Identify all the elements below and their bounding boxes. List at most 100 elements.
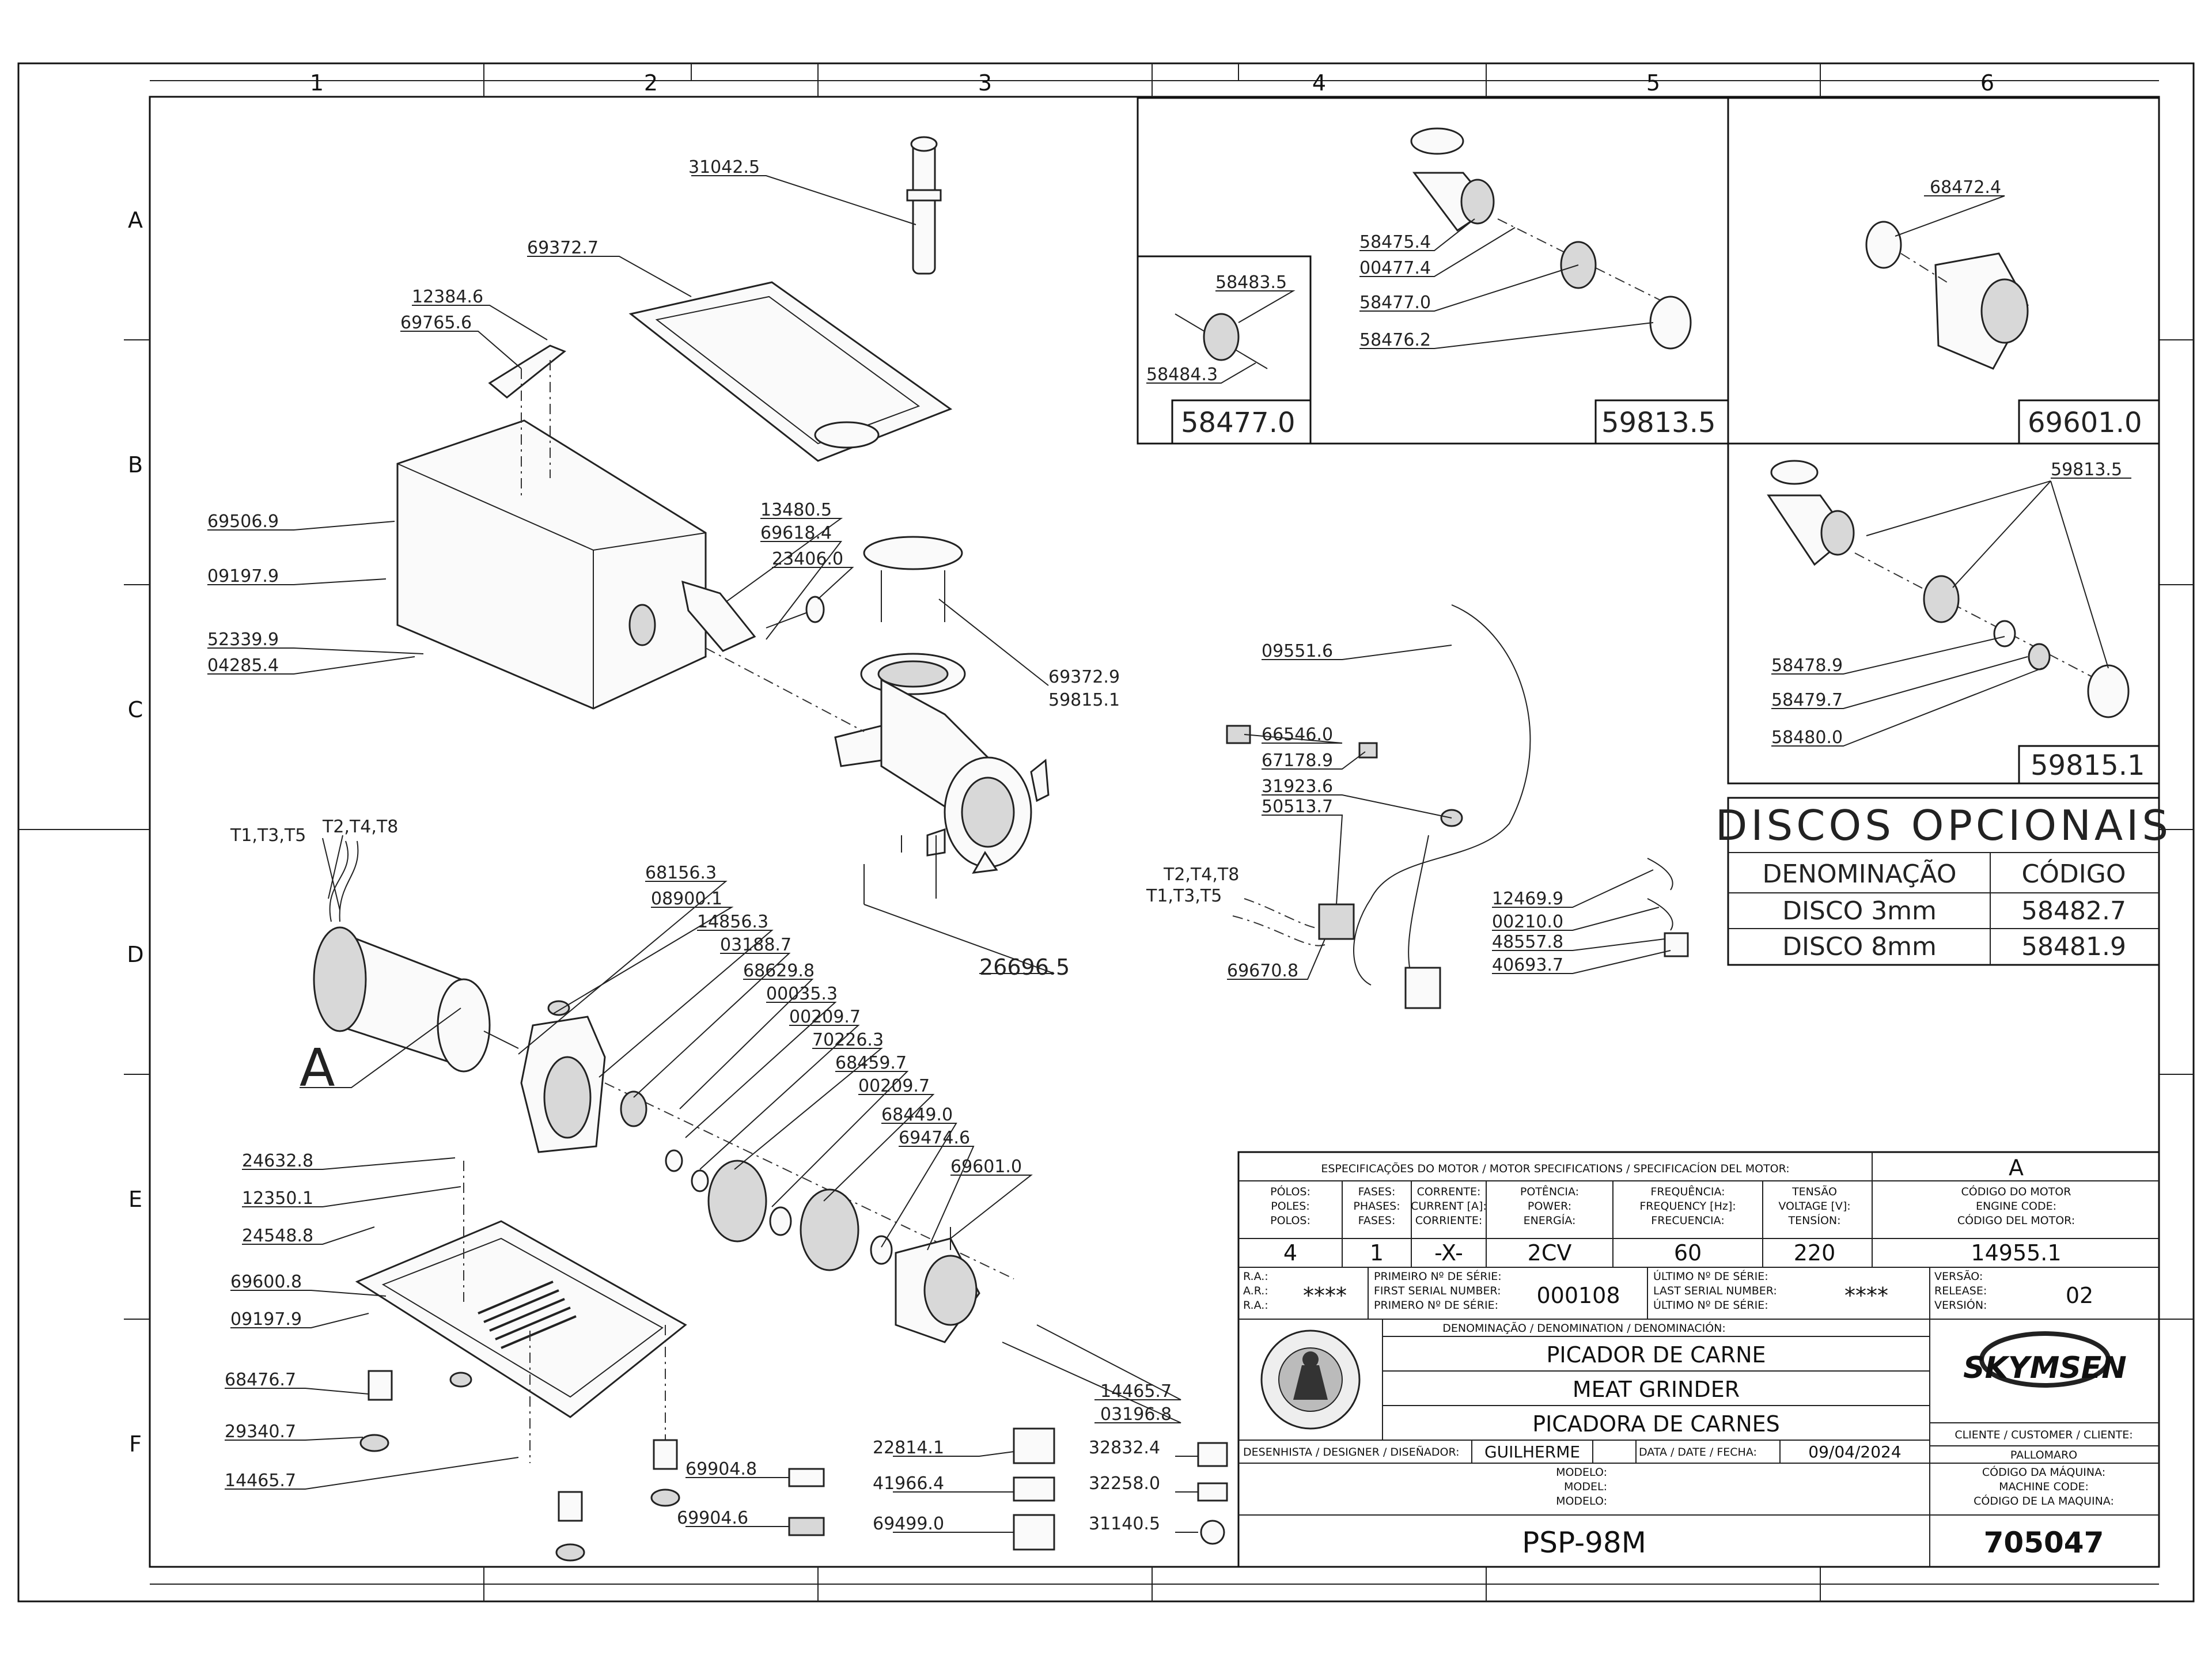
callout-00209-a: 00209.7 [789, 1007, 861, 1027]
svg-text:-X-: -X- [1434, 1240, 1463, 1266]
title-block: ESPECIFICAÇÕES DO MOTOR / MOTOR SPECIFIC… [1237, 1151, 2160, 1568]
option-panel-59815: 59815.1 59813.5 58478.9 58479.7 58480.0 [1727, 442, 2160, 785]
option-panel-58477: 58477.0 58483.5 58484.3 [1137, 255, 1312, 445]
callout-23406: 23406.0 [772, 549, 843, 569]
tray-part [628, 281, 953, 462]
svg-text:2CV: 2CV [1528, 1240, 1572, 1266]
option-panel-59813: 59813.5 58475.4 00477.4 58477.0 58476.2 [1137, 97, 1729, 445]
svg-text:POWER:: POWER: [1528, 1200, 1571, 1213]
callout-58483: 58483.5 [1215, 272, 1287, 293]
callout-59815-head: 59815.1 [1048, 690, 1120, 710]
bracket-part [488, 344, 566, 399]
svg-text:PRIMERO Nº DE SÉRIE:: PRIMERO Nº DE SÉRIE: [1374, 1298, 1498, 1312]
callout-03196: 03196.8 [1100, 1404, 1172, 1425]
callout-69618: 69618.4 [760, 523, 832, 543]
svg-text:FRECUENCIA:: FRECUENCIA: [1651, 1214, 1724, 1227]
callout-08900: 08900.1 [651, 889, 722, 909]
callout-68449: 68449.0 [881, 1105, 953, 1125]
callout-09197-base: 09197.9 [230, 1309, 302, 1330]
callout-detail-a: A [300, 1038, 335, 1099]
svg-text:CÓDIGO DO MOTOR: CÓDIGO DO MOTOR [1961, 1184, 2071, 1198]
client-value: PALLOMARO [2010, 1449, 2077, 1461]
name-pt: PICADOR DE CARNE [1546, 1342, 1766, 1368]
box-59815: 59815.1 [2031, 749, 2145, 782]
callout-58480: 58480.0 [1771, 728, 1843, 748]
grinder-head-part [834, 536, 1050, 874]
callout-59813-set: 59813.5 [2051, 460, 2122, 480]
callout-68459: 68459.7 [835, 1053, 907, 1073]
last-serial: **** [1844, 1283, 1888, 1308]
callout-69670: 69670.8 [1227, 961, 1298, 981]
callout-69474: 69474.6 [899, 1128, 970, 1148]
callout-00209-b: 00209.7 [858, 1076, 930, 1096]
callout-67178: 67178.9 [1262, 751, 1333, 771]
callout-58479: 58479.7 [1771, 690, 1843, 710]
svg-text:POTÊNCIA:: POTÊNCIA: [1520, 1185, 1579, 1198]
callout-68629: 68629.8 [743, 961, 815, 981]
callout-70226: 70226.3 [812, 1030, 884, 1050]
svg-text:CORRIENTE:: CORRIENTE: [1415, 1214, 1482, 1227]
designer-value: GUILHERME [1484, 1442, 1580, 1461]
client-label: CLIENTE / CUSTOMER / CLIENTE: [1955, 1429, 2133, 1441]
callout-69904-6: 69904.6 [677, 1508, 748, 1528]
ra-value: **** [1303, 1283, 1347, 1308]
callout-32258: 32258.0 [1089, 1474, 1160, 1494]
svg-text:4: 4 [1283, 1240, 1297, 1266]
serial-row: R.A.: A.R.: R.A.: **** PRIMEIRO Nº DE SÉ… [1243, 1269, 2093, 1312]
svg-text:POLES:: POLES: [1271, 1200, 1309, 1213]
svg-text:PÓLOS:: PÓLOS: [1270, 1184, 1310, 1198]
callout-50513: 50513.7 [1262, 797, 1333, 817]
foot-parts [359, 1370, 680, 1562]
callout-14465-flange: 14465.7 [1100, 1381, 1172, 1402]
grid-row-b: B [128, 452, 143, 478]
svg-text:MODELO:: MODELO: [1556, 1466, 1607, 1479]
callout-24548: 24548.8 [242, 1226, 313, 1246]
callout-29340: 29340.7 [225, 1422, 296, 1442]
grid-col-3: 3 [978, 70, 992, 96]
svg-text:MACHINE CODE:: MACHINE CODE: [1999, 1480, 2089, 1493]
grid-col-5: 5 [1646, 70, 1660, 96]
svg-text:SKYMSEN: SKYMSEN [1963, 1351, 2127, 1385]
callout-22814: 22814.1 [873, 1438, 944, 1458]
drawing-frame: 1 2 3 4 5 6 A B C D E F [17, 62, 2195, 1603]
svg-text:FASES:: FASES: [1358, 1214, 1396, 1227]
motor-spec-title: ESPECIFICAÇÕES DO MOTOR / MOTOR SPECIFIC… [1321, 1162, 1789, 1175]
svg-text:FREQUÊNCIA:: FREQUÊNCIA: [1650, 1185, 1725, 1198]
callout-58484: 58484.3 [1146, 365, 1218, 385]
engine-code: 14955.1 [1971, 1240, 2061, 1266]
grid-row-d: D [127, 942, 143, 967]
svg-text:60: 60 [1674, 1240, 1702, 1266]
disc-row-code: 58482.7 [2021, 896, 2126, 926]
motor-part [313, 840, 519, 1073]
first-serial: 000108 [1536, 1283, 1620, 1308]
authorized-service-seal [1260, 1330, 1361, 1430]
grid-row-a: A [128, 207, 143, 233]
machine-code: 705047 [1984, 1526, 2104, 1559]
discs-title: DISCOS OPCIONAIS [1715, 801, 2172, 850]
svg-text:TENSÃO: TENSÃO [1791, 1185, 1837, 1198]
latch-part [681, 580, 756, 652]
svg-text:FREQUENCY [Hz]:: FREQUENCY [Hz]: [1639, 1200, 1736, 1213]
grid-row-f: F [129, 1431, 142, 1457]
box-69601: 69601.0 [2028, 407, 2142, 439]
svg-text:VERSIÓN:: VERSIÓN: [1934, 1298, 1987, 1312]
grid-col-4: 4 [1312, 70, 1326, 96]
callout-31042: 31042.5 [688, 157, 760, 177]
callout-66546: 66546.0 [1262, 725, 1333, 745]
disc-row-name: DISCO 8mm [1782, 932, 1937, 961]
motor-spec-headers: PÓLOS: POLES: POLOS: FASES: PHASES: FASE… [1270, 1184, 2075, 1227]
callout-68156: 68156.3 [645, 863, 717, 883]
label-stickers [788, 1427, 1228, 1551]
disc-row-name: DISCO 3mm [1782, 896, 1937, 926]
grid-row-e: E [128, 1187, 142, 1212]
box-59813: 59813.5 [1601, 407, 1716, 439]
callout-00210: 00210.0 [1492, 912, 1563, 932]
callout-00477: 00477.4 [1359, 258, 1431, 278]
callout-12469: 12469.9 [1492, 889, 1563, 909]
callout-31140: 31140.5 [1089, 1514, 1160, 1534]
callout-69765: 69765.6 [400, 313, 472, 333]
svg-text:FIRST SERIAL NUMBER:: FIRST SERIAL NUMBER: [1374, 1285, 1501, 1297]
motor-spec-values: 4 1 -X- 2CV 60 220 14955.1 [1283, 1240, 2062, 1266]
callout-04285: 04285.4 [207, 656, 279, 676]
callout-31923: 31923.6 [1262, 777, 1333, 797]
